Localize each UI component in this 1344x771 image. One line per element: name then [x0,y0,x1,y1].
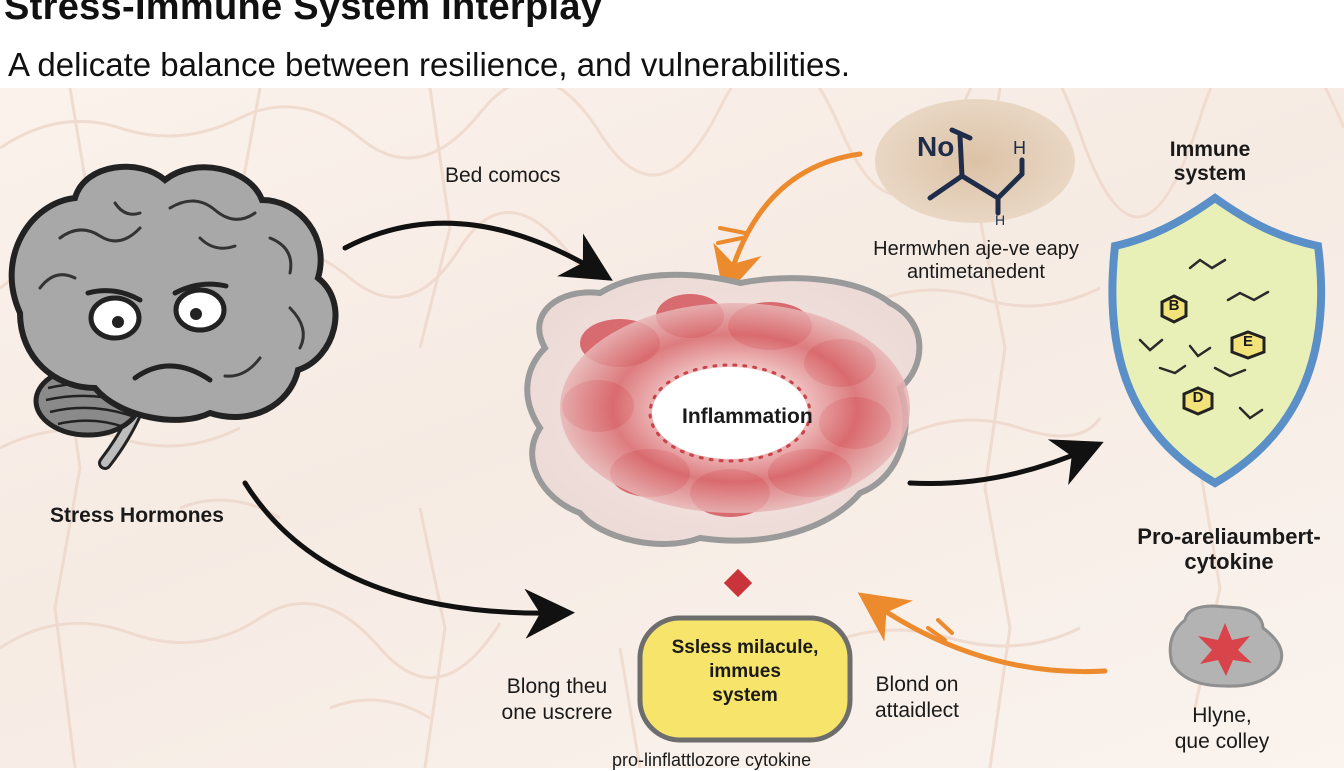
orange-arrow-cytokine [857,592,1108,675]
red-diamond [723,568,753,598]
immune-shield [1108,193,1326,488]
blong-label: Blong theu one uscrere [501,675,613,725]
orange-arrow-up [713,151,863,298]
inflammation-site [524,271,923,547]
arrow-to-shield [907,439,1104,487]
diagram-panel: Bed comocs Stress Hormones Inflammation … [0,88,1344,770]
stress-hormones-label: Stress Hormones [50,504,224,527]
antigen-e [1230,330,1266,360]
diagram-canvas [0,88,1344,768]
stressed-brain [8,163,339,470]
brain-frown [132,363,213,383]
antigen-d [1182,386,1214,416]
arrow-to-inflammation [342,220,613,281]
molecule-no-label: No [917,131,955,162]
bed-label: Bed comocs [445,164,561,187]
cytokine-icon [1168,604,1284,688]
antigen-d-label: D [1192,389,1204,406]
immune-system-label: Immune system [1169,138,1251,186]
orange-arrows [713,151,1108,675]
page-title: Stress-Immune System Interplay [4,0,603,28]
antigen-e-label: E [1242,333,1253,350]
page-subtitle: A delicate balance between resilience, a… [8,46,851,83]
inflammation-label: Inflammation [682,405,813,428]
arrow-to-callout [242,480,575,639]
antigen-b [1160,294,1188,324]
bottom-caption: pro-linflattlozore cytokine [612,750,812,770]
cytokine-caption: Hlyne, que colley [1174,704,1270,754]
blond-label: Blond on attaidlect [874,673,960,723]
antigen-b-label: B [1168,297,1180,314]
molecule-caption: Hermwhen aje-ve eapy antimetanedent [873,238,1079,283]
molecule-h2-label: H [995,212,1006,228]
molecule-h1-label: H [1013,138,1026,158]
stress-molecule-callout [637,615,853,743]
pro-cytokine-label: Pro-areliaumbert- cytokine [1137,524,1321,575]
stress-molecule-label: Ssless milacule, immues system [671,637,819,706]
black-arrows [242,220,1104,639]
molecule-bubble [875,99,1075,223]
